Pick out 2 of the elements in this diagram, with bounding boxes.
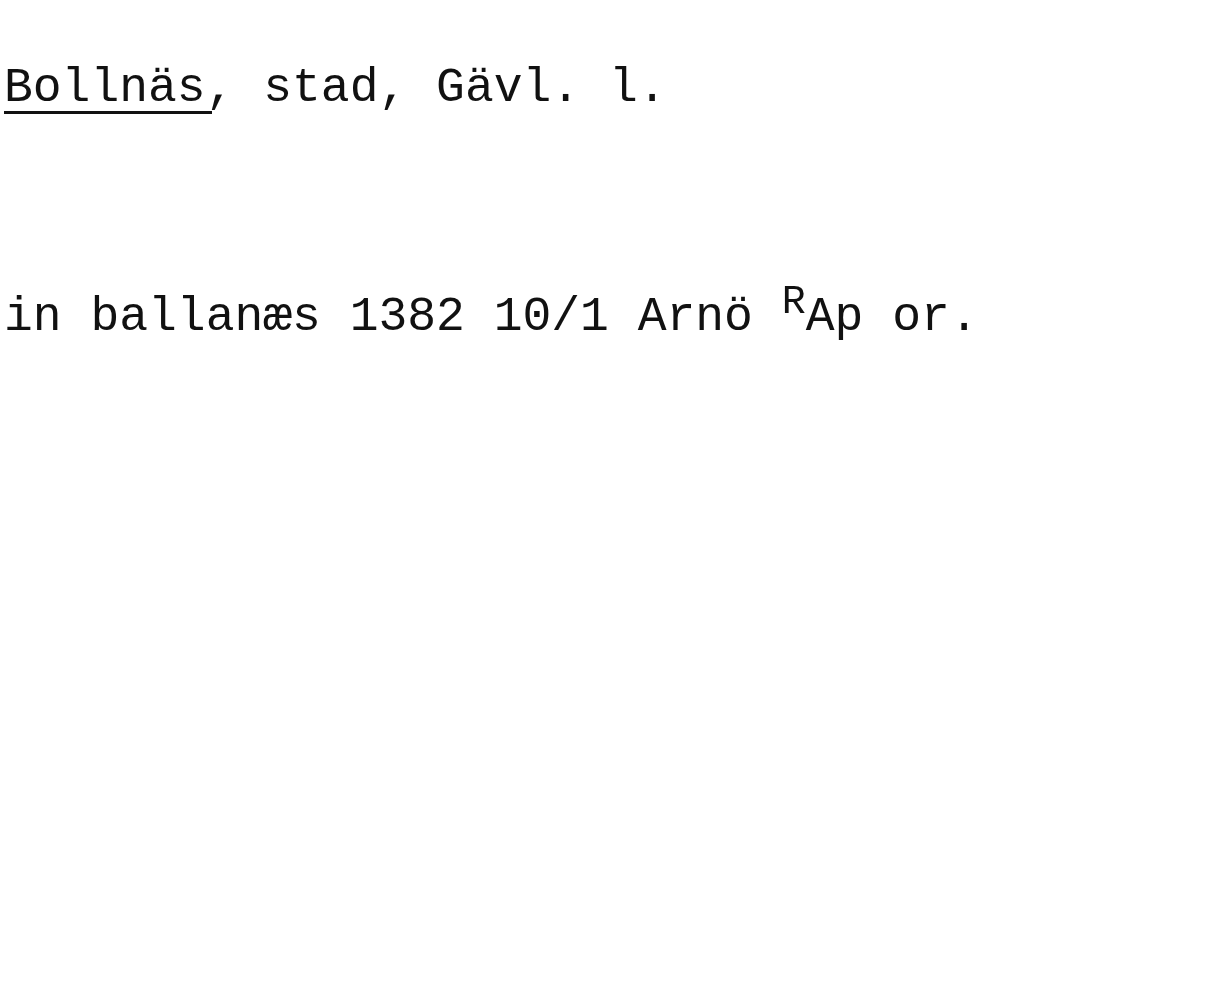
card-heading: Bollnäs, stad, Gävl. l. [4, 64, 667, 112]
card-entry: in ballanæs 1382 10/1 Arnö $^{R}$Ap or. [4, 283, 979, 341]
